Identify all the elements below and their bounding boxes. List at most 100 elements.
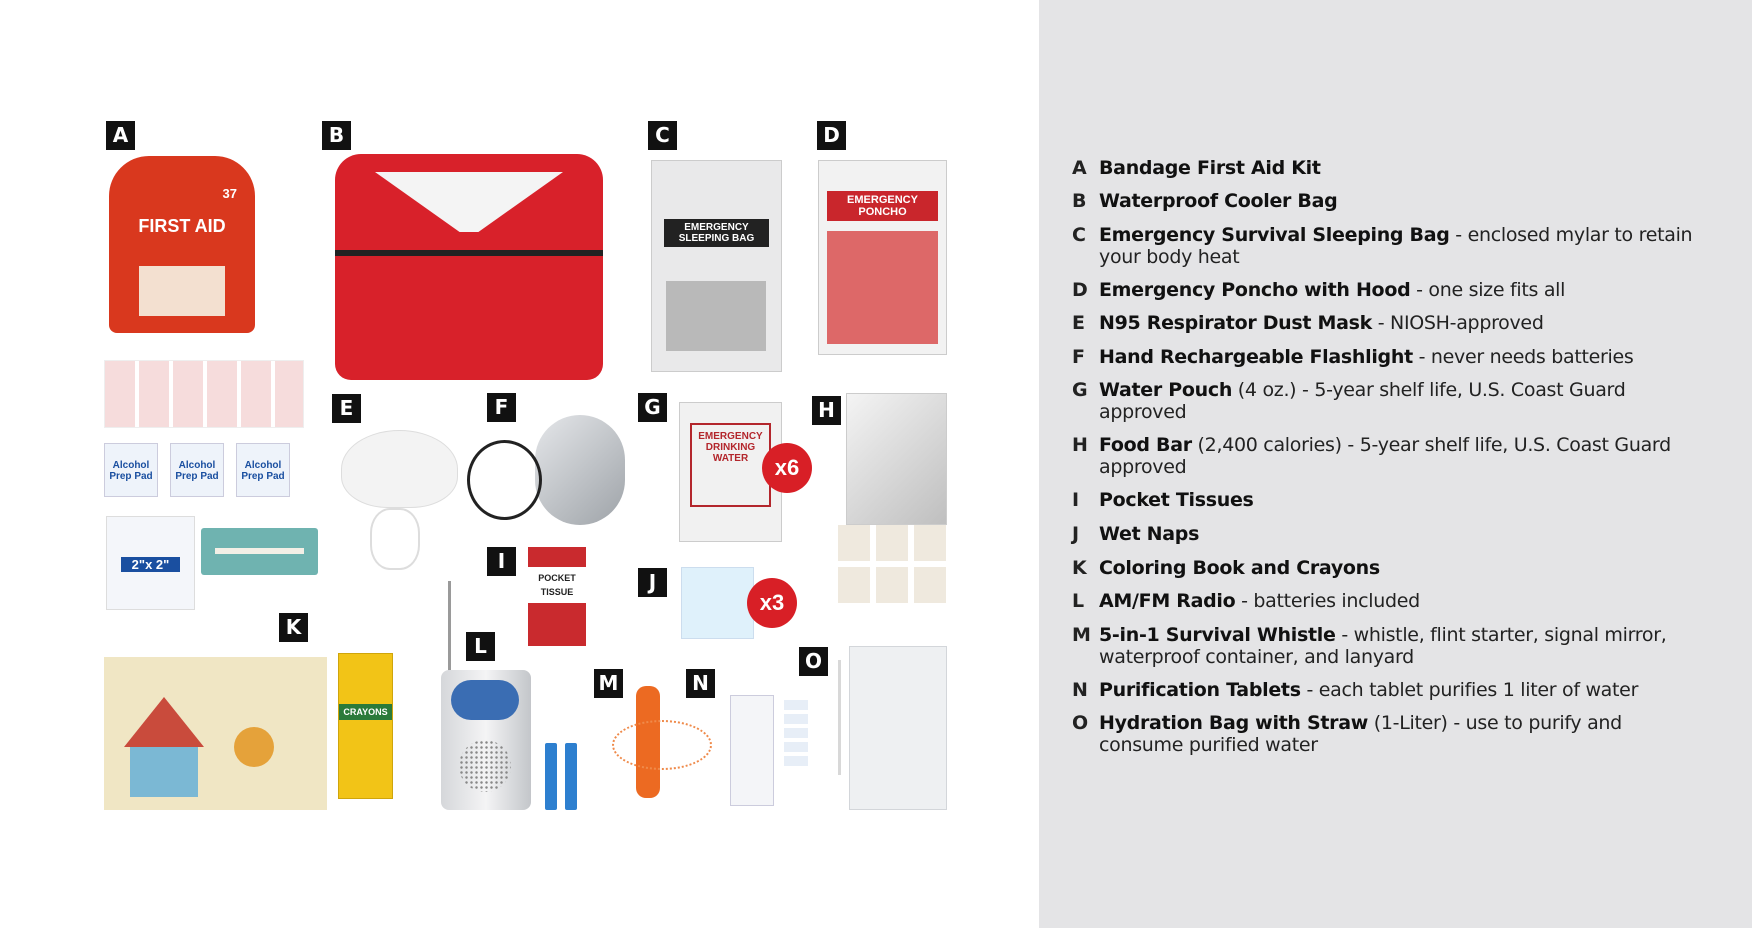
first-aid-kit-image: 37 FIRST AID [109,156,255,333]
battery-image [545,743,557,810]
gauze-image: 2"x 2" [106,516,195,610]
tag-d: D [817,121,846,150]
alcohol-pad-image: Alcohol Prep Pad [170,443,224,497]
crayons-image: CRAYONS [338,653,393,799]
water-quantity-badge: x6 [762,443,812,493]
item-name: Wet Naps [1099,523,1200,545]
coloring-book-image [104,657,327,810]
food-square [914,525,946,561]
item-text: AM/FM Radio - batteries included [1099,590,1699,612]
tissue-label: POCKET TISSUE [528,567,586,603]
item-letter: N [1072,679,1088,701]
wet-nap-image [681,567,754,639]
food-bar-squares-image [838,525,947,605]
battery-image [565,743,577,810]
radio-image [441,670,531,810]
item-letter: G [1072,379,1088,401]
item-text: Emergency Survival Sleeping Bag - enclos… [1099,224,1699,268]
cotton-swabs-image [201,528,318,575]
poncho-image: EMERGENCY PONCHO [818,160,947,355]
wetnap-quantity-badge: x3 [747,578,797,628]
item-text: Purification Tablets - each tablet purif… [1099,679,1699,701]
item-letter: L [1072,590,1084,612]
item-detail: (4 oz.) - 5-year shelf life, U.S. Coast … [1099,379,1626,423]
tag-f: F [487,393,516,422]
item-detail: - one size fits all [1410,279,1566,301]
item-letter: E [1072,312,1085,334]
food-bar-grid [838,525,947,603]
item-text: Wet Naps [1099,523,1699,545]
item-name: Pocket Tissues [1099,489,1254,511]
first-aid-count: 37 [222,186,237,201]
item-name: Emergency Poncho with Hood [1099,279,1411,301]
food-bar-image [846,393,947,525]
tag-a: A [106,121,135,150]
product-photo-area: 37 FIRST AID Alcohol Prep Pad Alcohol Pr… [104,121,947,810]
water-label: EMERGENCY DRINKING WATER [698,431,763,464]
item-detail: - never needs batteries [1412,346,1634,368]
item-text: Coloring Book and Crayons [1099,557,1699,579]
item-text: 5-in-1 Survival Whistle - whistle, flint… [1099,624,1699,668]
poncho-preview [827,231,938,344]
item-text: Water Pouch (4 oz.) - 5-year shelf life,… [1099,379,1699,423]
alcohol-pad-label: Alcohol Prep Pad [241,460,285,482]
tag-g: G [638,393,667,422]
item-letter: F [1072,346,1085,368]
item-name: Emergency Survival Sleeping Bag [1099,224,1450,246]
item-letter: J [1072,523,1079,545]
flashlight-strap-image [467,440,542,520]
mask-strap-image [370,508,420,570]
alcohol-pad-image: Alcohol Prep Pad [104,443,158,497]
item-name: 5-in-1 Survival Whistle [1099,624,1336,646]
sleeping-bag-label: EMERGENCY SLEEPING BAG [664,219,769,247]
item-name: Hand Rechargeable Flashlight [1099,346,1413,368]
lanyard-image [612,720,712,770]
item-name: N95 Respirator Dust Mask [1099,312,1372,334]
item-name: Purification Tablets [1099,679,1301,701]
first-aid-panel [139,266,225,316]
alcohol-pad-label: Alcohol Prep Pad [109,460,153,482]
item-list-panel [1039,0,1752,928]
tent-base-drawing [130,747,198,797]
pocket-tissue-image: POCKET TISSUE [528,547,586,646]
item-text: Waterproof Cooler Bag [1099,190,1699,212]
item-text: Hand Rechargeable Flashlight - never nee… [1099,346,1699,368]
swab-stick [215,548,304,554]
item-name: Water Pouch [1099,379,1233,401]
item-letter: C [1072,224,1086,246]
cooler-bag-image [335,154,603,380]
poncho-label: EMERGENCY PONCHO [827,191,938,221]
cooler-lid-stripe [375,172,563,232]
item-letter: I [1072,489,1079,511]
tag-n: N [686,669,715,698]
item-text: Pocket Tissues [1099,489,1699,511]
item-text: N95 Respirator Dust Mask - NIOSH-approve… [1099,312,1699,334]
tag-m: M [594,669,623,698]
alcohol-pad-label: Alcohol Prep Pad [175,460,219,482]
item-detail: (1-Liter) - use to purify and consume pu… [1099,712,1622,756]
flashlight-image [535,415,625,525]
item-detail: - each tablet purifies 1 liter of water [1300,679,1639,701]
alcohol-pad-image: Alcohol Prep Pad [236,443,290,497]
item-detail: (2,400 calories) - 5-year shelf life, U.… [1099,434,1671,478]
item-text: Bandage First Aid Kit [1099,157,1699,179]
item-detail: - batteries included [1235,590,1420,612]
circus-tent-drawing [124,697,204,747]
item-letter: H [1072,434,1088,456]
tag-c: C [648,121,677,150]
item-detail: - whistle, flint starter, signal mirror,… [1099,624,1667,668]
item-letter: O [1072,712,1088,734]
straw-image [838,660,841,775]
dust-mask-image [341,430,458,508]
purification-tablets-image [730,695,774,806]
food-square [876,525,908,561]
item-name: Waterproof Cooler Bag [1099,190,1338,212]
hydration-bag-image [849,646,947,810]
gauze-label: 2"x 2" [121,557,180,572]
sleeping-bag-image: EMERGENCY SLEEPING BAG [651,160,782,372]
crayons-label: CRAYONS [339,704,392,720]
item-letter: K [1072,557,1087,579]
lion-drawing [234,727,274,767]
cooler-zipper [335,250,603,256]
tag-e: E [332,394,361,423]
